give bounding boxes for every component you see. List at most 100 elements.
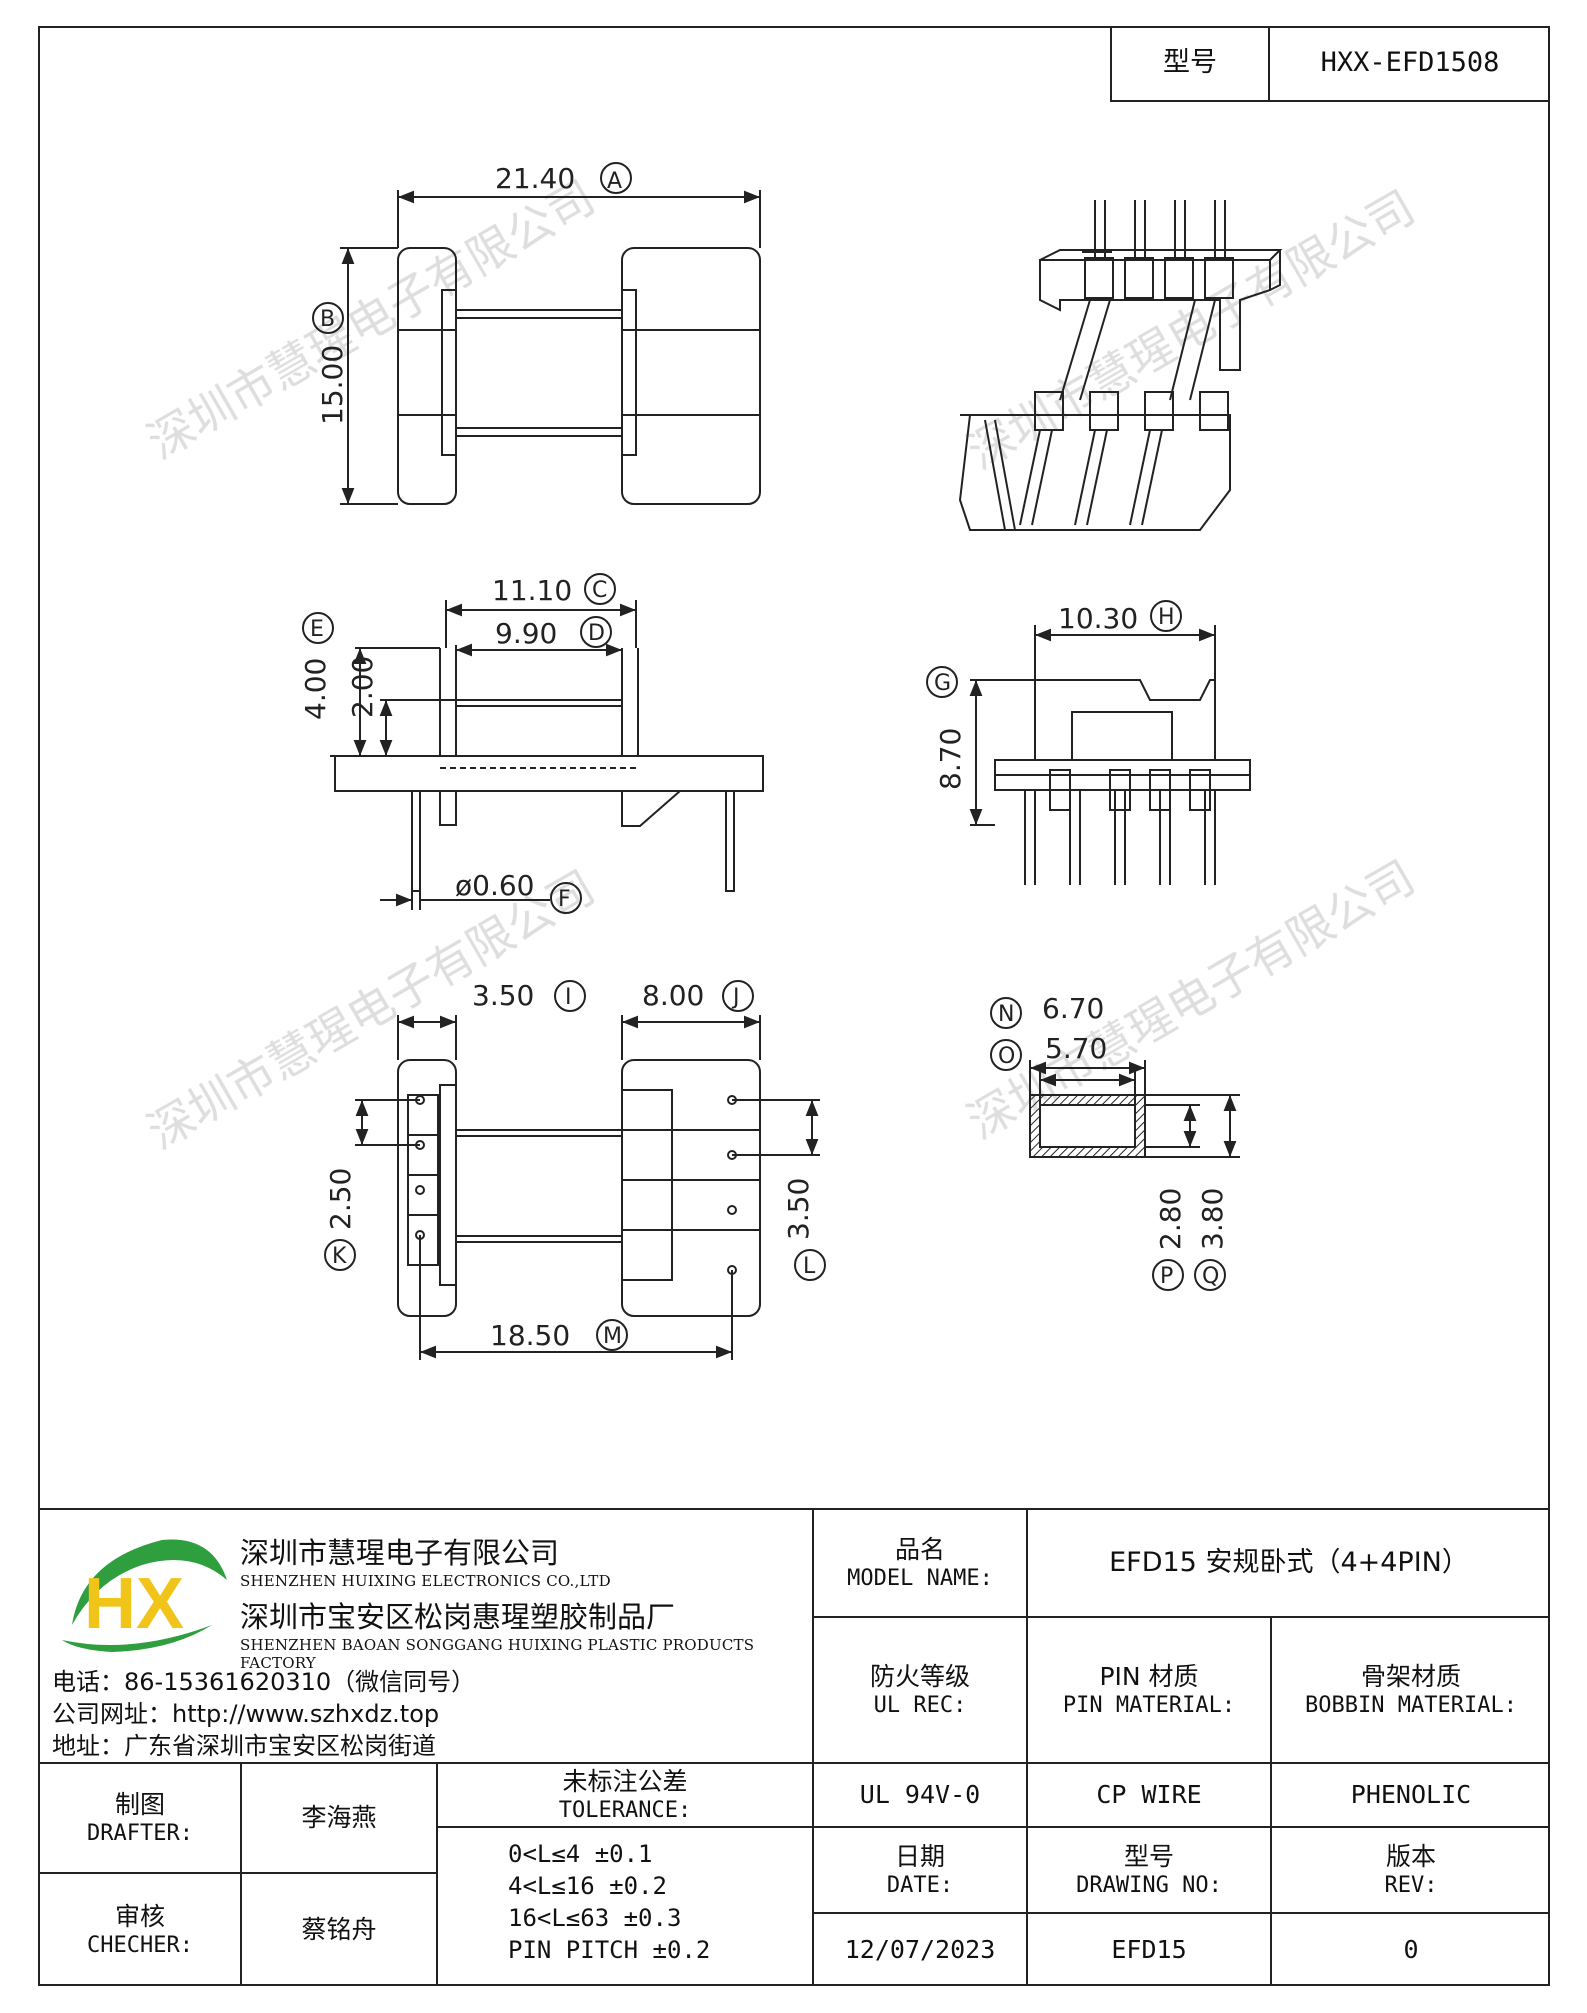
date-en: DATE: bbox=[886, 1872, 954, 1898]
side-view bbox=[330, 600, 764, 910]
technical-drawing: 深圳市慧瑆电子有限公司 深圳市慧瑆电子有限公司 深圳市慧瑆电子有限公司 深圳市慧… bbox=[139, 162, 1424, 1360]
dim-N-value: 6.70 bbox=[1042, 992, 1104, 1025]
model-label: 型号 bbox=[1163, 47, 1217, 79]
divider bbox=[812, 1508, 814, 1986]
dim-E-value: 4.00 bbox=[299, 658, 332, 720]
dim-E-inner-value: 2.00 bbox=[346, 656, 379, 718]
drafter-en: DRAFTER: bbox=[87, 1820, 193, 1846]
bobbin-material-value: PHENOLIC bbox=[1350, 1780, 1472, 1810]
company-phone: 电话：86-15361620310（微信同号） bbox=[52, 1668, 476, 1696]
dim-Q-marker: Q bbox=[1202, 1264, 1219, 1289]
company-website: 公司网址：http://www.szhxdz.top bbox=[52, 1700, 440, 1728]
drafter-value: 李海燕 bbox=[301, 1803, 377, 1833]
dim-M-value: 18.50 bbox=[490, 1319, 570, 1352]
bobbin-material-value-cell: PHENOLIC bbox=[1272, 1764, 1550, 1826]
top-view bbox=[340, 190, 761, 505]
divider bbox=[1270, 1616, 1272, 1986]
factory-name-cn: 深圳市宝安区松岗惠瑆塑胶制品厂 bbox=[240, 1600, 676, 1634]
tolerance-en: TOLERANCE: bbox=[558, 1797, 692, 1823]
title-block-top-border bbox=[38, 1508, 1550, 1510]
tolerance-line: 16<L≤63 ±0.3 bbox=[508, 1904, 682, 1932]
tolerance-line: PIN PITCH ±0.2 bbox=[508, 1936, 711, 1964]
ul-rec-en: UL REC: bbox=[873, 1692, 967, 1718]
dim-J-value: 8.00 bbox=[642, 979, 704, 1012]
dim-G-value: 8.70 bbox=[934, 728, 967, 790]
checker-label: 审核 CHECHER: bbox=[40, 1874, 240, 1986]
tolerance-line: 0<L≤4 ±0.1 bbox=[508, 1840, 653, 1868]
company-logo: HX bbox=[62, 1539, 227, 1652]
dim-J-marker: J bbox=[731, 985, 740, 1010]
bottom-view bbox=[355, 1015, 820, 1360]
dim-C-marker: C bbox=[592, 578, 607, 603]
bobbin-material-cn: 骨架材质 bbox=[1360, 1661, 1461, 1691]
ul-rec-label: 防火等级 UL REC: bbox=[814, 1618, 1026, 1762]
model-name-en: MODEL NAME: bbox=[847, 1565, 993, 1591]
ul-rec-cn: 防火等级 bbox=[869, 1661, 970, 1691]
drawing-frame bbox=[38, 26, 1550, 1986]
dim-P-value: 2.80 bbox=[1154, 1188, 1187, 1250]
dim-I-value: 3.50 bbox=[472, 979, 534, 1012]
drafter-label: 制图 DRAFTER: bbox=[40, 1764, 240, 1872]
model-name-value-cell: EFD15 安规卧式（4+4PIN） bbox=[1028, 1510, 1550, 1616]
model-name-value: EFD15 安规卧式（4+4PIN） bbox=[1109, 1547, 1469, 1579]
checker-en: CHECHER: bbox=[87, 1932, 193, 1958]
divider bbox=[240, 1762, 242, 1986]
drawing-no-value: EFD15 bbox=[1111, 1935, 1187, 1965]
rev-cn: 版本 bbox=[1385, 1841, 1436, 1871]
tolerance-table: 0<L≤4 ±0.1 4<L≤16 ±0.2 16<L≤63 ±0.3 PIN … bbox=[508, 1838, 710, 1966]
drawing-no-value-cell: EFD15 bbox=[1028, 1914, 1270, 1986]
rev-en: REV: bbox=[1384, 1872, 1438, 1898]
tolerance-label: 未标注公差 TOLERANCE: bbox=[438, 1764, 812, 1826]
divider bbox=[812, 1616, 1550, 1618]
model-header-box: 型号 HXX-EFD1508 bbox=[1110, 26, 1550, 102]
company-block: HX 深圳市慧瑆电子有限公司 SHENZHEN HUIXING ELECTRON… bbox=[40, 1510, 812, 1772]
drafter-cn: 制图 bbox=[114, 1789, 165, 1819]
drawing-no-en: DRAWING NO: bbox=[1076, 1872, 1222, 1898]
date-value: 12/07/2023 bbox=[844, 1935, 996, 1965]
divider bbox=[436, 1762, 438, 1986]
logo-letters: HX bbox=[84, 1564, 184, 1644]
model-name-cn: 品名 bbox=[894, 1534, 945, 1564]
dim-M-marker: M bbox=[603, 1324, 622, 1349]
dim-H-marker: H bbox=[1158, 605, 1175, 630]
dim-H-value: 10.30 bbox=[1058, 602, 1138, 635]
bobbin-material-en: BOBBIN MATERIAL: bbox=[1305, 1692, 1517, 1718]
date-value-cell: 12/07/2023 bbox=[814, 1914, 1026, 1986]
dim-A-value: 21.40 bbox=[495, 162, 575, 195]
rev-value: 0 bbox=[1403, 1935, 1419, 1965]
dim-K-value: 2.50 bbox=[324, 1168, 357, 1230]
company-address: 地址：广东省深圳市宝安区松岗街道 bbox=[52, 1732, 436, 1760]
drafter-value-cell: 李海燕 bbox=[242, 1764, 436, 1872]
bobbin-material-label: 骨架材质 BOBBIN MATERIAL: bbox=[1272, 1618, 1550, 1762]
pin-material-en: PIN MATERIAL: bbox=[1062, 1692, 1236, 1718]
dim-O-marker: O bbox=[998, 1044, 1015, 1069]
dim-D-value: 9.90 bbox=[495, 617, 557, 650]
checker-value-cell: 蔡铭舟 bbox=[242, 1874, 436, 1986]
drawing-no-cn: 型号 bbox=[1123, 1841, 1174, 1871]
dim-Q-value: 3.80 bbox=[1196, 1188, 1229, 1250]
dim-L-marker: L bbox=[803, 1254, 816, 1279]
divider bbox=[438, 1826, 812, 1828]
tolerance-cn: 未标注公差 bbox=[562, 1766, 688, 1796]
dim-I-marker: I bbox=[565, 985, 572, 1010]
company-name-cn: 深圳市慧瑆电子有限公司 bbox=[240, 1536, 560, 1570]
model-name-label: 品名 MODEL NAME: bbox=[814, 1510, 1026, 1616]
pin-material-value-cell: CP WIRE bbox=[1028, 1764, 1270, 1826]
pin-material-value: CP WIRE bbox=[1096, 1780, 1202, 1810]
dim-F-value: ø0.60 bbox=[455, 869, 534, 902]
dim-N-marker: N bbox=[998, 1002, 1014, 1027]
section-view bbox=[1029, 1060, 1240, 1158]
dim-O-value: 5.70 bbox=[1045, 1032, 1107, 1065]
dim-P-marker: P bbox=[1160, 1264, 1173, 1289]
divider bbox=[38, 1872, 436, 1874]
divider bbox=[38, 1762, 1550, 1764]
dim-D-marker: D bbox=[588, 621, 605, 646]
ul-rec-value: UL 94V-0 bbox=[859, 1780, 981, 1810]
model-value: HXX-EFD1508 bbox=[1320, 47, 1500, 79]
dim-B-value: 15.00 bbox=[316, 345, 349, 425]
watermark-1: 深圳市慧瑆电子有限公司 bbox=[139, 170, 604, 470]
ul-rec-value-cell: UL 94V-0 bbox=[814, 1764, 1026, 1826]
pin-material-cn: PIN 材质 bbox=[1099, 1661, 1199, 1691]
company-name-en: SHENZHEN HUIXING ELECTRONICS CO.,LTD bbox=[240, 1572, 611, 1590]
front-view bbox=[969, 625, 1251, 885]
